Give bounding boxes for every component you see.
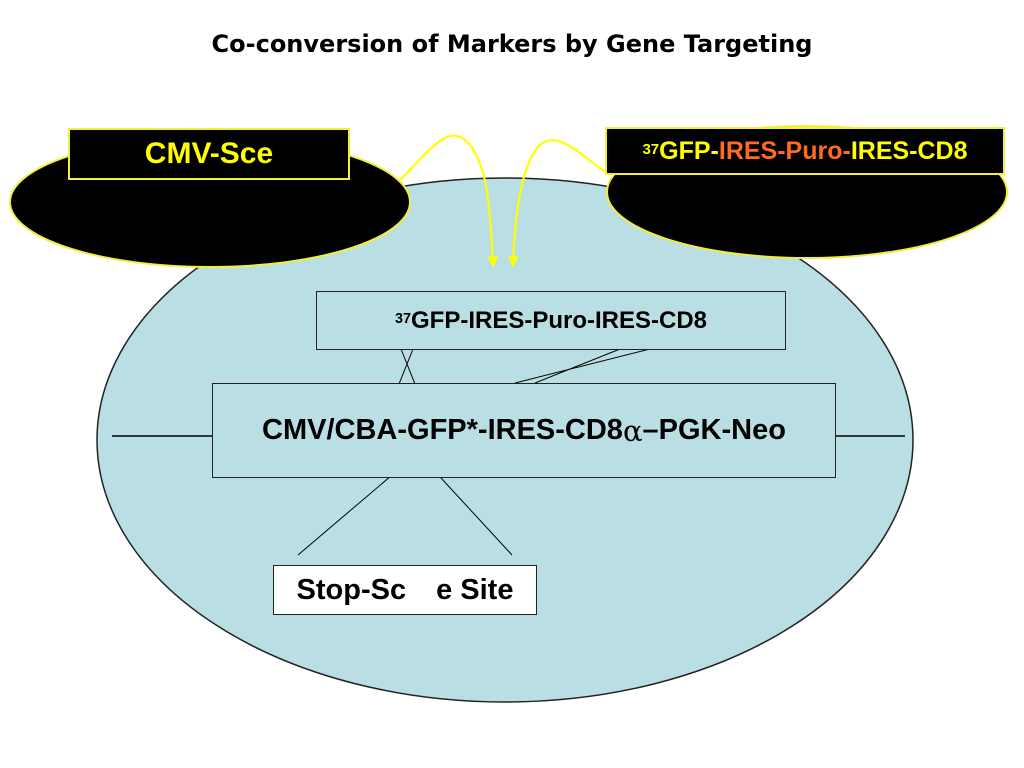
plasmid-right-superscript: 37 <box>642 140 660 158</box>
crossover-line <box>534 348 621 384</box>
transfection-arrow-left <box>399 134 499 268</box>
stop-site-box: Stop-Sc e Site <box>273 565 537 615</box>
plasmid-left-label: CMV-Sce <box>68 128 350 180</box>
site-label-part1: Stop-Sc <box>296 573 407 606</box>
locus-alpha: α <box>622 413 643 448</box>
locus-label-post: –PGK-Neo <box>642 414 786 446</box>
transfection-arrow-right <box>507 139 606 268</box>
plasmid-left-text: CMV-Sce <box>144 137 274 170</box>
locus-label-pre: CMV/CBA-GFP*-IRES-CD8 <box>262 414 623 446</box>
crossover-line <box>514 348 651 384</box>
page-title: Co-conversion of Markers by Gene Targeti… <box>211 30 813 58</box>
plasmid-right-ires-puro: IRES-Puro- <box>718 136 851 165</box>
donor-superscript: 37 <box>394 310 411 327</box>
crossover-line <box>400 348 416 385</box>
donor-label: GFP-IRES-Puro-IRES-CD8 <box>411 306 708 334</box>
site-label-part2: e Site <box>436 573 514 606</box>
plasmid-right-gfp: GFP- <box>659 136 719 165</box>
crossover-line <box>398 348 414 385</box>
plasmid-right-ires-cd8: IRES-CD8 <box>850 136 968 165</box>
